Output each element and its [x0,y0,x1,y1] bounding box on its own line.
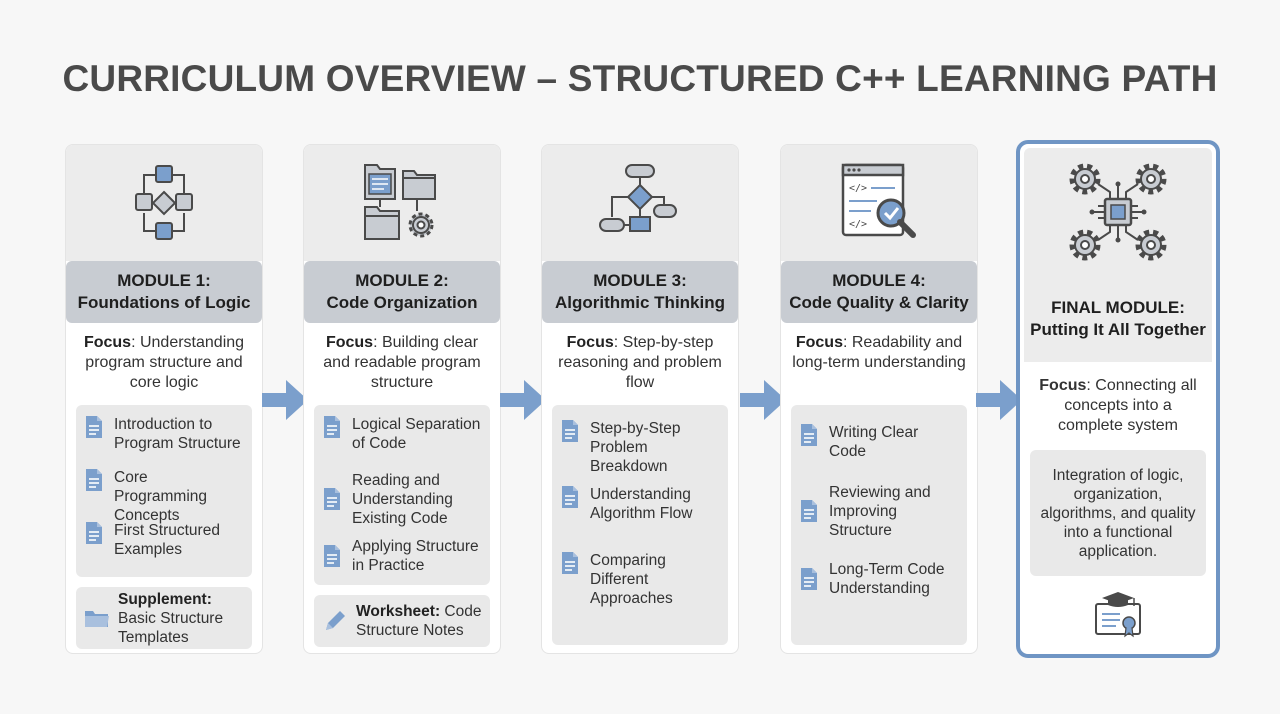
document-icon [324,545,340,567]
document-icon [801,500,817,522]
list-item: Long-Term Code Understanding [799,549,959,609]
final-module-description: Integration of logic, organization, algo… [1030,450,1206,576]
document-icon [562,420,578,442]
list-item: Core Programming Concepts [84,468,244,524]
folder-icon [85,611,109,627]
module-card-1: MODULE 1: Foundations of Logic Focus: Un… [65,144,263,654]
document-icon [324,416,340,438]
page-title: CURRICULUM OVERVIEW – STRUCTURED C++ LEA… [62,58,1218,99]
module-card-3: MODULE 3: Algorithmic Thinking Focus: St… [541,144,739,654]
worksheet-box: Worksheet: Code Structure Notes [314,595,490,647]
document-icon [86,469,102,491]
list-item: Writing Clear Code [799,423,959,473]
topic-list: Logical Separation of Code Reading and U… [314,405,490,585]
certificate-icon [1095,592,1141,638]
list-item: First Structured Examples [84,521,244,574]
svg-text:</>: </> [849,219,867,230]
document-icon [324,488,340,510]
topic-list: Step-by-Step Problem Breakdown Understan… [552,405,728,645]
arrow-right-icon [500,380,546,420]
folders-gear-icon [364,164,436,240]
list-item: Logical Separation of Code [322,415,482,465]
document-icon [86,416,102,438]
list-item: Introduction to Program Structure [84,415,244,468]
document-icon [86,522,102,544]
module-card-4: </> </> MODULE 4: Code Quality & Clarity… [780,144,978,654]
svg-text:</>: </> [849,183,867,194]
topic-list: Introduction to Program Structure Core P… [76,405,252,577]
module-focus: Focus: Understanding program structure a… [83,334,245,391]
pencil-icon [326,611,345,630]
module-focus: Focus: Readability and long-term underst… [792,334,966,371]
list-item: Reading and Understanding Existing Code [322,465,482,533]
flowchart-icon [135,165,193,240]
arrow-right-icon [262,380,308,420]
topic-list: Writing Clear Code Reviewing and Improvi… [791,405,967,645]
module-header: MODULE 2: Code Organization [304,261,500,323]
chip-gears-icon [1069,163,1167,261]
list-item: Applying Structure in Practice [322,533,482,579]
list-item: Comparing Different Approaches [560,551,720,617]
document-icon [562,552,578,574]
module-focus: Focus: Step-by-step reasoning and proble… [558,334,722,391]
code-review-icon: </> </> [841,163,916,238]
final-module-focus: Focus: Connecting all concepts into a co… [1039,377,1197,434]
module-card-2: MODULE 2: Code Organization Focus: Build… [303,144,501,654]
module-header: MODULE 1: Foundations of Logic [66,261,262,323]
document-icon [562,486,578,508]
algorithm-flowchart-icon [599,164,677,232]
list-item: Understanding Algorithm Flow [560,485,720,551]
module-header: MODULE 4: Code Quality & Clarity [781,261,977,323]
list-item: Reviewing and Improving Structure [799,473,959,549]
document-icon [801,568,817,590]
list-item: Step-by-Step Problem Breakdown [560,419,720,485]
arrow-right-icon [740,380,786,420]
supplement-box: Supplement: Basic Structure Templates [76,587,252,649]
module-header: MODULE 3: Algorithmic Thinking [542,261,738,323]
final-module-card: FINAL MODULE: Putting It All Together Fo… [1016,140,1220,658]
module-focus: Focus: Building clear and readable progr… [323,334,481,391]
final-module-header: FINAL MODULE: Putting It All Together [1024,276,1212,362]
arrow-right-icon [976,380,1022,420]
document-icon [801,424,817,446]
